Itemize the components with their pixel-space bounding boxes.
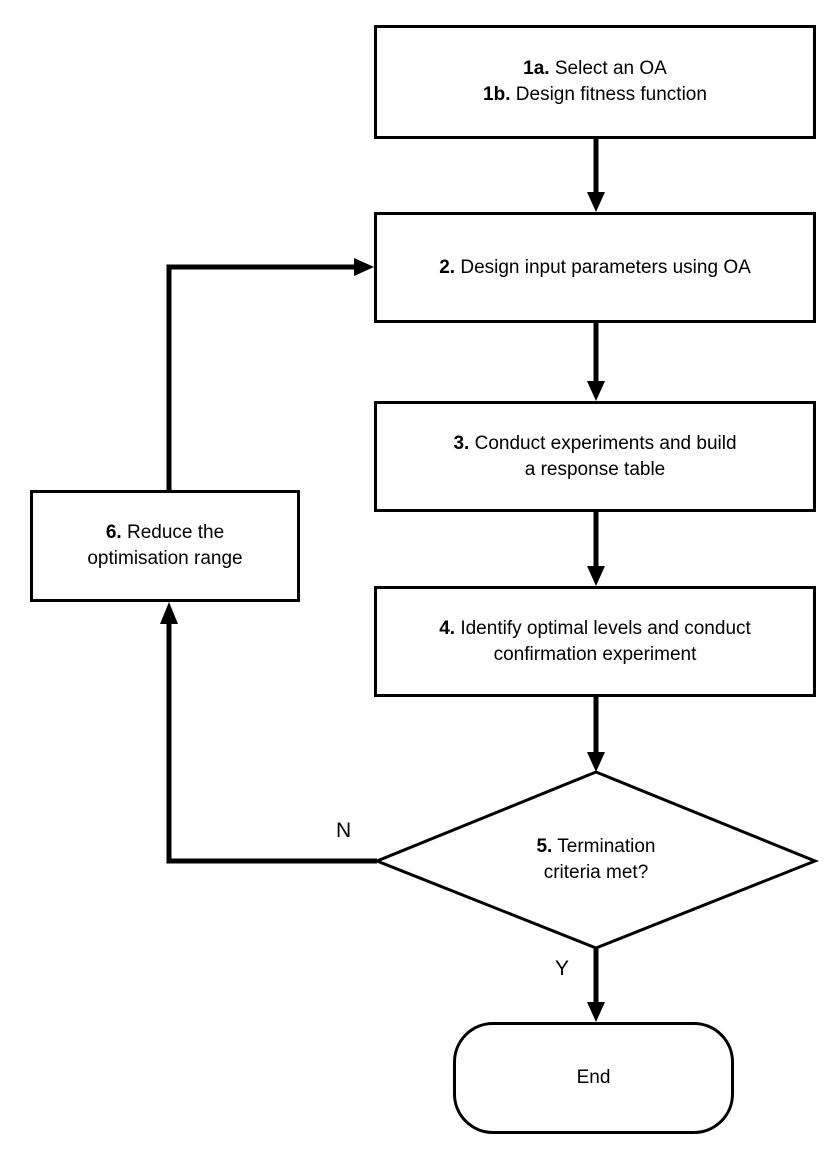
- step4-line1-number: 4.: [439, 617, 456, 639]
- step4-line1-text: Identify optimal levels and conduct: [455, 617, 751, 639]
- step4-text-line: confirmation experiment: [494, 642, 697, 668]
- arrow-step4-step5-head: [587, 752, 605, 772]
- arrow-step2-step3-head: [587, 381, 605, 401]
- arrow-step3-step4-head: [587, 566, 605, 586]
- step1-line2-text: Design fitness function: [510, 84, 707, 105]
- step1-line2-number: 1b.: [483, 84, 511, 105]
- step1-line1-number: 1a.: [523, 58, 550, 79]
- arrow-step6-step2-line: [166, 264, 354, 490]
- arrow-step1-step2-head: [587, 192, 605, 212]
- step3-line1-text: Conduct experiments and build: [469, 432, 737, 454]
- step3-process-box: 3. Conduct experiments and build a respo…: [374, 401, 816, 512]
- step3-line1-number: 3.: [453, 432, 470, 454]
- step1-process-box: 1a. Select an OA 1b. Design fitness func…: [374, 25, 816, 139]
- step1-text-line: 1a. Select an OA: [523, 56, 667, 82]
- arrow-step5-end-head: [587, 1002, 605, 1022]
- step1-line1-text: Select an OA: [549, 58, 667, 79]
- step6-text-line: optimisation range: [87, 546, 242, 572]
- arrow-step5-step6-line: [166, 624, 377, 864]
- step3-text-line: a response table: [525, 457, 666, 483]
- arrow-step5-step6-head: [160, 602, 178, 624]
- step2-line1-text: Design input parameters using OA: [455, 256, 751, 278]
- step1-text-line: 1b. Design fitness function: [483, 82, 707, 108]
- arrow-step6-step2-head: [354, 258, 374, 276]
- step3-text-line: 3. Conduct experiments and build: [453, 431, 736, 457]
- step4-process-box: 4. Identify optimal levels and conduct c…: [374, 586, 816, 697]
- step4-line2-text: confirmation experiment: [493, 643, 697, 665]
- step6-line1-text: Reduce the: [121, 522, 225, 543]
- no-branch-label: N: [336, 819, 352, 842]
- step2-text-line: 2. Design input parameters using OA: [439, 255, 751, 281]
- yes-branch-label: Y: [555, 957, 570, 980]
- end-label: End: [576, 1067, 611, 1088]
- step2-line1-number: 2.: [439, 256, 456, 278]
- step6-line1-number: 6.: [105, 522, 122, 543]
- end-terminator: End: [453, 1022, 734, 1134]
- step2-process-box: 2. Design input parameters using OA: [374, 212, 816, 323]
- decision-diamond-shape: [372, 770, 820, 950]
- step4-text-line: 4. Identify optimal levels and conduct: [439, 616, 751, 642]
- step6-text-line: 6. Reduce the: [106, 520, 224, 546]
- step6-line2-text: optimisation range: [87, 548, 243, 569]
- step3-line2-text: a response table: [524, 458, 666, 480]
- step6-process-box: 6. Reduce the optimisation range: [30, 490, 300, 602]
